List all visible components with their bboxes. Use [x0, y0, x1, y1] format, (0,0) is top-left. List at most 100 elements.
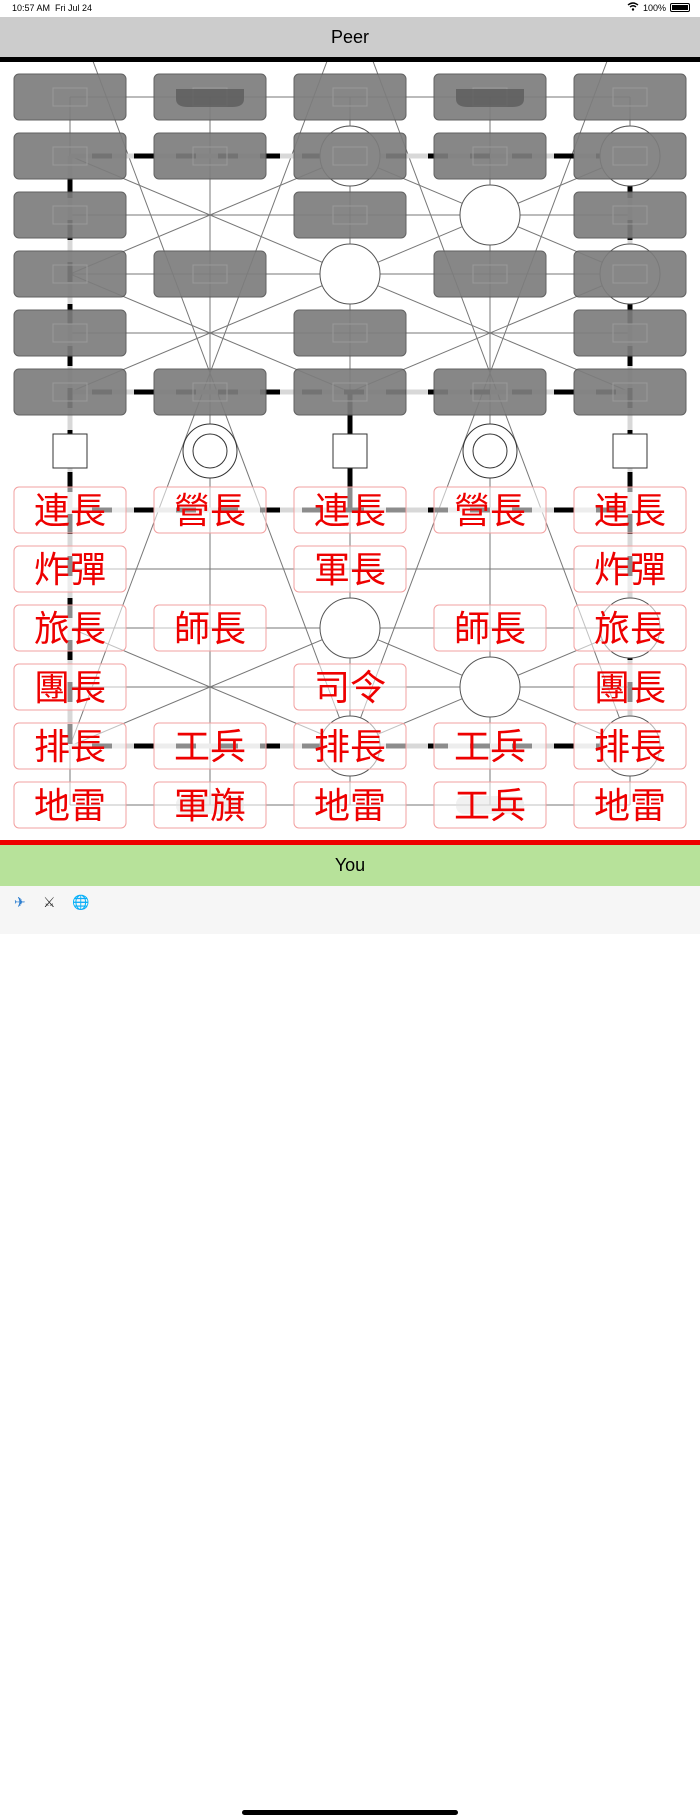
my-piece-label: 營長: [454, 491, 526, 532]
peer-piece[interactable]: [293, 191, 407, 239]
peer-piece-body: [13, 250, 127, 298]
my-piece-label: 連長: [314, 491, 386, 532]
my-piece[interactable]: 地雷: [573, 781, 687, 829]
peer-piece[interactable]: [573, 368, 687, 416]
my-piece[interactable]: 排長: [573, 722, 687, 770]
my-piece[interactable]: 排長: [293, 722, 407, 770]
status-right: 100%: [627, 2, 690, 13]
peer-piece[interactable]: [153, 368, 267, 416]
my-piece[interactable]: 工兵: [433, 781, 547, 829]
my-piece[interactable]: 工兵: [153, 722, 267, 770]
peer-piece-body: [293, 132, 407, 180]
peer-piece[interactable]: [573, 309, 687, 357]
my-piece[interactable]: 旅長: [13, 604, 127, 652]
game-board[interactable]: 連長營長連長營長連長炸彈軍長炸彈旅長師長師長旅長團長司令團長排長工兵排長工兵排長…: [0, 62, 700, 840]
peer-piece-mark: [612, 87, 648, 107]
my-piece[interactable]: 排長: [13, 722, 127, 770]
river-circle-inner: [192, 433, 228, 469]
peer-piece-mark: [192, 382, 228, 402]
peer-piece-mark: [192, 146, 228, 166]
my-piece[interactable]: 連長: [13, 486, 127, 534]
peer-piece[interactable]: [293, 368, 407, 416]
globe-icon[interactable]: 🌐: [72, 894, 90, 910]
peer-bar: Peer: [0, 17, 700, 62]
my-piece-label: 工兵: [174, 727, 246, 768]
peer-piece[interactable]: [13, 309, 127, 357]
peer-piece[interactable]: [153, 250, 267, 298]
my-piece[interactable]: 營長: [433, 486, 547, 534]
peer-piece[interactable]: [433, 132, 547, 180]
peer-piece[interactable]: [293, 309, 407, 357]
my-piece-label: 團長: [34, 668, 106, 709]
headquarters-tab: [176, 89, 244, 107]
peer-piece-body: [573, 73, 687, 121]
crossed-swords-icon[interactable]: ⚔: [43, 894, 56, 910]
peer-piece-body: [573, 250, 687, 298]
peer-piece-body: [573, 191, 687, 239]
status-date: Fri Jul 24: [55, 3, 93, 13]
peer-title: Peer: [330, 27, 370, 47]
peer-piece[interactable]: [573, 191, 687, 239]
camp-circle: [459, 656, 521, 718]
my-piece-label: 工兵: [454, 727, 526, 768]
peer-piece-mark: [472, 146, 508, 166]
my-piece-body: [573, 781, 687, 829]
my-piece[interactable]: 師長: [433, 604, 547, 652]
my-piece[interactable]: 地雷: [13, 781, 127, 829]
peer-piece[interactable]: [13, 73, 127, 121]
peer-piece-body: [153, 368, 267, 416]
peer-piece-body: [573, 132, 687, 180]
my-piece-label: 軍旗: [174, 786, 246, 827]
my-piece[interactable]: 軍長: [293, 545, 407, 593]
my-piece-label: 司令: [314, 668, 386, 709]
my-piece[interactable]: 炸彈: [573, 545, 687, 593]
my-piece-body: [13, 486, 127, 534]
my-piece[interactable]: 營長: [153, 486, 267, 534]
my-piece-body: [293, 545, 407, 593]
my-piece[interactable]: 地雷: [293, 781, 407, 829]
my-piece[interactable]: 工兵: [433, 722, 547, 770]
camp-circle: [319, 597, 381, 659]
peer-piece[interactable]: [573, 73, 687, 121]
airplane-icon[interactable]: ✈: [14, 894, 26, 910]
headquarters-tab: [456, 89, 524, 107]
peer-piece[interactable]: [13, 368, 127, 416]
peer-piece-mark: [612, 205, 648, 225]
my-piece-label: 旅長: [594, 609, 666, 650]
peer-piece-body: [293, 309, 407, 357]
my-piece-label: 師長: [454, 609, 526, 650]
my-piece-body: [153, 604, 267, 652]
my-piece[interactable]: 連長: [293, 486, 407, 534]
peer-piece[interactable]: [293, 73, 407, 121]
my-piece[interactable]: 團長: [13, 663, 127, 711]
peer-piece-body: [13, 309, 127, 357]
my-piece[interactable]: 旅長: [573, 604, 687, 652]
peer-piece[interactable]: [433, 368, 547, 416]
peer-piece[interactable]: [13, 250, 127, 298]
my-piece-body: [573, 545, 687, 593]
peer-piece[interactable]: [573, 250, 687, 298]
peer-piece[interactable]: [13, 191, 127, 239]
peer-piece-body: [293, 73, 407, 121]
my-piece[interactable]: 連長: [573, 486, 687, 534]
my-piece-body: [433, 486, 547, 534]
my-piece[interactable]: 炸彈: [13, 545, 127, 593]
peer-piece[interactable]: [13, 132, 127, 180]
peer-piece[interactable]: [573, 132, 687, 180]
my-piece[interactable]: 師長: [153, 604, 267, 652]
my-piece-label: 營長: [174, 491, 246, 532]
peer-piece-mark: [472, 382, 508, 402]
my-piece-body: [293, 722, 407, 770]
peer-piece[interactable]: [293, 132, 407, 180]
peer-piece[interactable]: [433, 250, 547, 298]
my-piece[interactable]: 團長: [573, 663, 687, 711]
my-piece-body: [573, 722, 687, 770]
my-piece-label: 師長: [174, 609, 246, 650]
peer-piece-body: [433, 250, 547, 298]
mountain-square: [52, 433, 88, 469]
my-piece[interactable]: 軍旗: [153, 781, 267, 829]
my-piece[interactable]: 司令: [293, 663, 407, 711]
my-piece-body: [13, 781, 127, 829]
my-piece-label: 排長: [314, 727, 386, 768]
peer-piece[interactable]: [153, 132, 267, 180]
